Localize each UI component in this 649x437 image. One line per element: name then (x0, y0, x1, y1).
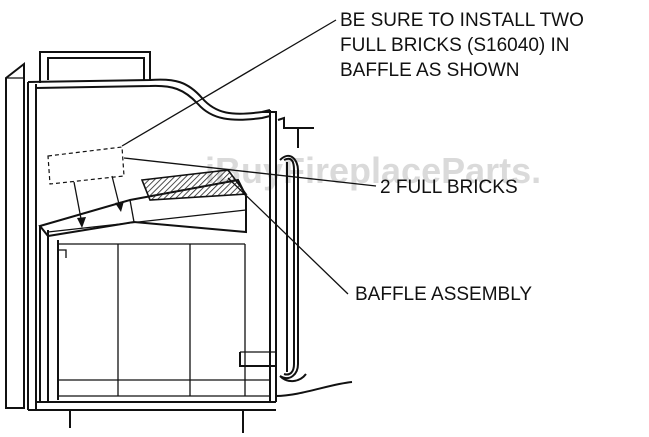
leader-lines (121, 19, 377, 295)
install-note-line2: FULL BRICKS (S16040) IN (340, 35, 570, 56)
full-bricks-label: 2 FULL BRICKS (380, 177, 518, 198)
baffle-assembly-label: BAFFLE ASSEMBLY (355, 284, 532, 305)
rear-wall (5, 61, 25, 409)
watermark-text: iBuyFireplaceParts. (205, 150, 541, 191)
full-bricks (140, 169, 248, 201)
install-note-line3: BAFFLE AS SHOWN (340, 60, 519, 81)
firebox-shell (27, 51, 277, 433)
brick-placement-outline (47, 146, 125, 228)
install-note-line1: BE SURE TO INSTALL TWO (340, 10, 584, 31)
front-door-frame (239, 110, 353, 402)
firebox-liner (39, 226, 270, 402)
